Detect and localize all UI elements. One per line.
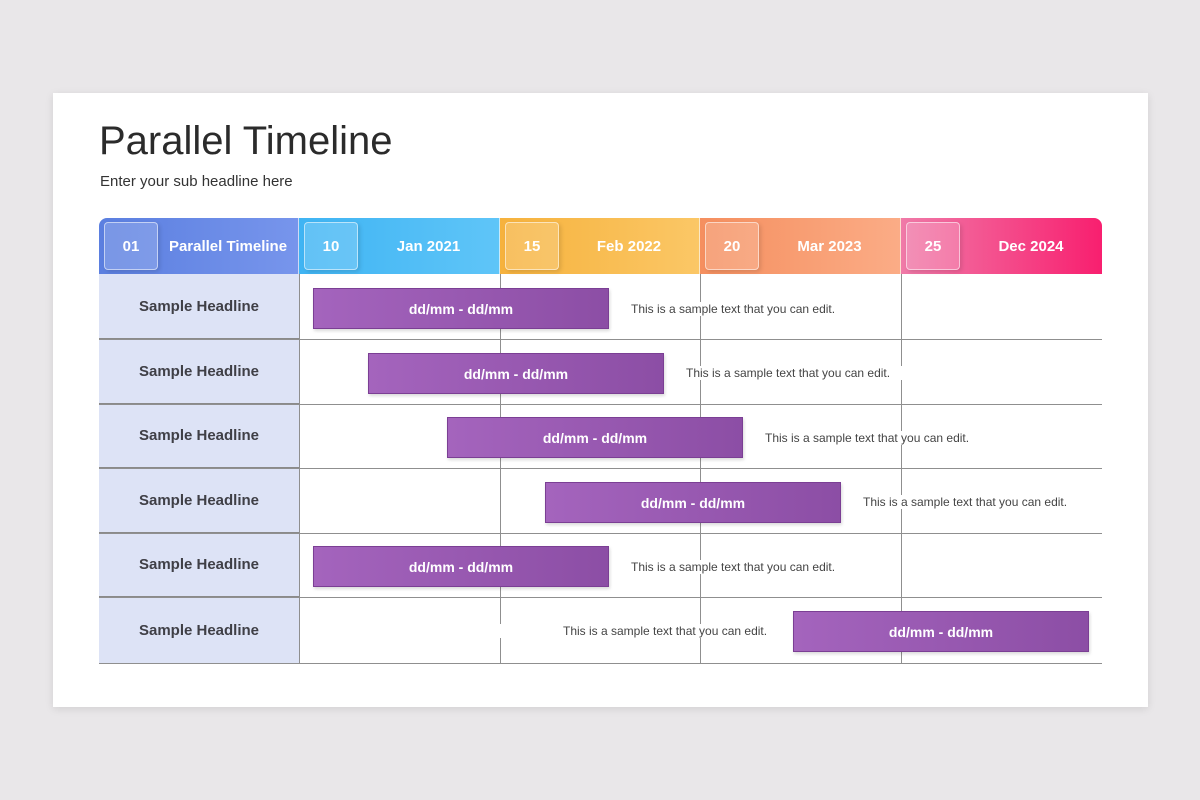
grid-line <box>99 404 1102 405</box>
header-cell-1: 01 Parallel Timeline <box>99 218 299 274</box>
grid-column-line <box>500 274 501 664</box>
grid-column-line <box>901 274 902 664</box>
page-subtitle: Enter your sub headline here <box>100 173 293 190</box>
header-label-3: Feb 2022 <box>596 237 662 255</box>
row-note-4: This is a sample text that you can edit. <box>862 495 1116 509</box>
row-note-5: This is a sample text that you can edit. <box>630 560 884 574</box>
timeline-bar-1[interactable]: dd/mm - dd/mm <box>313 288 609 329</box>
header-label-2: Jan 2021 <box>396 237 461 255</box>
timeline-table: 01 Parallel Timeline 10 Jan 2021 15 Feb … <box>99 218 1116 664</box>
grid-line <box>99 468 1102 469</box>
row-headline-5: Sample Headline <box>99 533 299 597</box>
header-label-4: Mar 2023 <box>797 237 862 255</box>
row-note-3: This is a sample text that you can edit. <box>764 431 1018 445</box>
grid-line <box>99 339 1102 340</box>
page-title: Parallel Timeline <box>99 119 393 163</box>
grid-line <box>99 663 1102 664</box>
row-note-6: This is a sample text that you can edit. <box>465 624 777 638</box>
header-cell-4: 20 Mar 2023 <box>700 218 901 274</box>
timeline-bar-6[interactable]: dd/mm - dd/mm <box>793 611 1089 652</box>
timeline-bar-3[interactable]: dd/mm - dd/mm <box>447 417 743 458</box>
header-number-3: 15 <box>505 222 559 270</box>
header-cell-5: 25 Dec 2024 <box>901 218 1102 274</box>
timeline-bar-4[interactable]: dd/mm - dd/mm <box>545 482 841 523</box>
grid-line <box>99 597 1102 598</box>
header-cell-2: 10 Jan 2021 <box>299 218 500 274</box>
row-note-2: This is a sample text that you can edit. <box>685 366 939 380</box>
row-headline-6: Sample Headline <box>99 597 299 664</box>
row-headline-2: Sample Headline <box>99 339 299 404</box>
header-cell-3: 15 Feb 2022 <box>500 218 700 274</box>
slide: Parallel Timeline Enter your sub headlin… <box>53 93 1148 707</box>
header-number-1: 01 <box>104 222 158 270</box>
grid-line <box>99 533 1102 534</box>
grid-column-line <box>700 274 701 664</box>
timeline-bar-5[interactable]: dd/mm - dd/mm <box>313 546 609 587</box>
header-label-1: Parallel Timeline <box>168 237 288 255</box>
row-headline-3: Sample Headline <box>99 404 299 468</box>
header-number-5: 25 <box>906 222 960 270</box>
header-number-2: 10 <box>304 222 358 270</box>
header-number-4: 20 <box>705 222 759 270</box>
header-label-5: Dec 2024 <box>998 237 1064 255</box>
row-headline-1: Sample Headline <box>99 274 299 339</box>
row-headline-4: Sample Headline <box>99 468 299 533</box>
grid-column-line <box>299 274 300 664</box>
row-note-1: This is a sample text that you can edit. <box>630 302 884 316</box>
timeline-bar-2[interactable]: dd/mm - dd/mm <box>368 353 664 394</box>
